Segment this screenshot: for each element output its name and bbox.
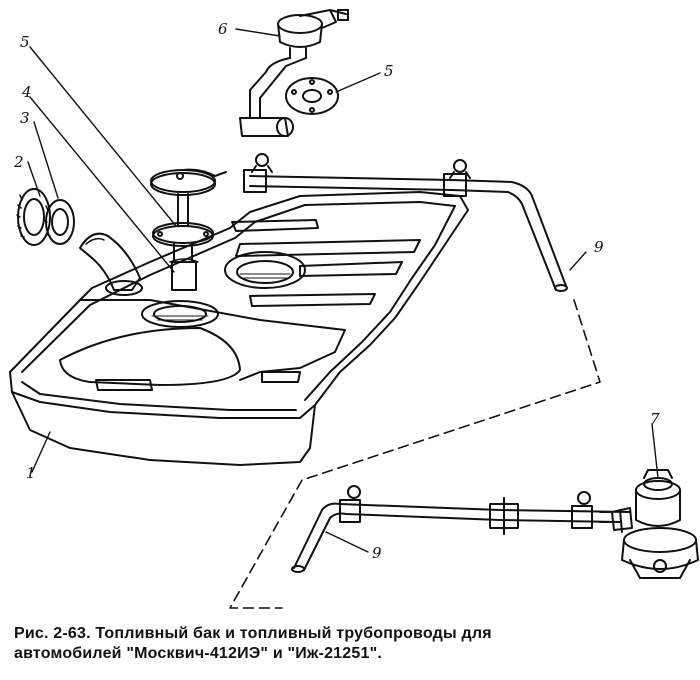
callout-5-gasket: 5 — [384, 62, 394, 80]
filler-cap — [16, 188, 75, 246]
fuel-tank — [9, 191, 469, 466]
callout-labels: 1 2 3 4 5 6 5 7 9 9 — [13, 20, 660, 562]
callout-9-upper: 9 — [594, 238, 604, 256]
callout-1: 1 — [26, 464, 36, 482]
callout-2: 2 — [13, 153, 24, 171]
filler-neck — [79, 232, 143, 296]
callout-4: 4 — [21, 83, 32, 101]
fuel-system-diagram: 1 2 3 4 5 6 5 7 9 9 — [9, 9, 699, 609]
callout-5-sender: 5 — [20, 33, 30, 51]
leader-lines — [27, 28, 659, 553]
caption-line-1: Рис. 2-63. Топливный бак и топливный тру… — [14, 625, 492, 642]
lower-fuel-pipe — [291, 485, 631, 573]
figure-caption: Рис. 2-63. Топливный бак и топливный тру… — [14, 624, 686, 664]
callout-3: 3 — [20, 109, 30, 127]
callout-6: 6 — [218, 20, 228, 38]
callout-9-lower: 9 — [372, 544, 382, 562]
fuel-level-sender — [150, 168, 227, 291]
fuel-tap — [239, 9, 349, 137]
callout-7: 7 — [650, 410, 660, 428]
tap-gasket — [285, 77, 339, 115]
connection-dashed-line — [229, 299, 601, 609]
caption-line-2: автомобилей "Москвич-412ИЭ" и "Иж-21251"… — [14, 645, 383, 662]
upper-fuel-pipe — [243, 153, 568, 292]
fuel-pump — [611, 469, 699, 579]
